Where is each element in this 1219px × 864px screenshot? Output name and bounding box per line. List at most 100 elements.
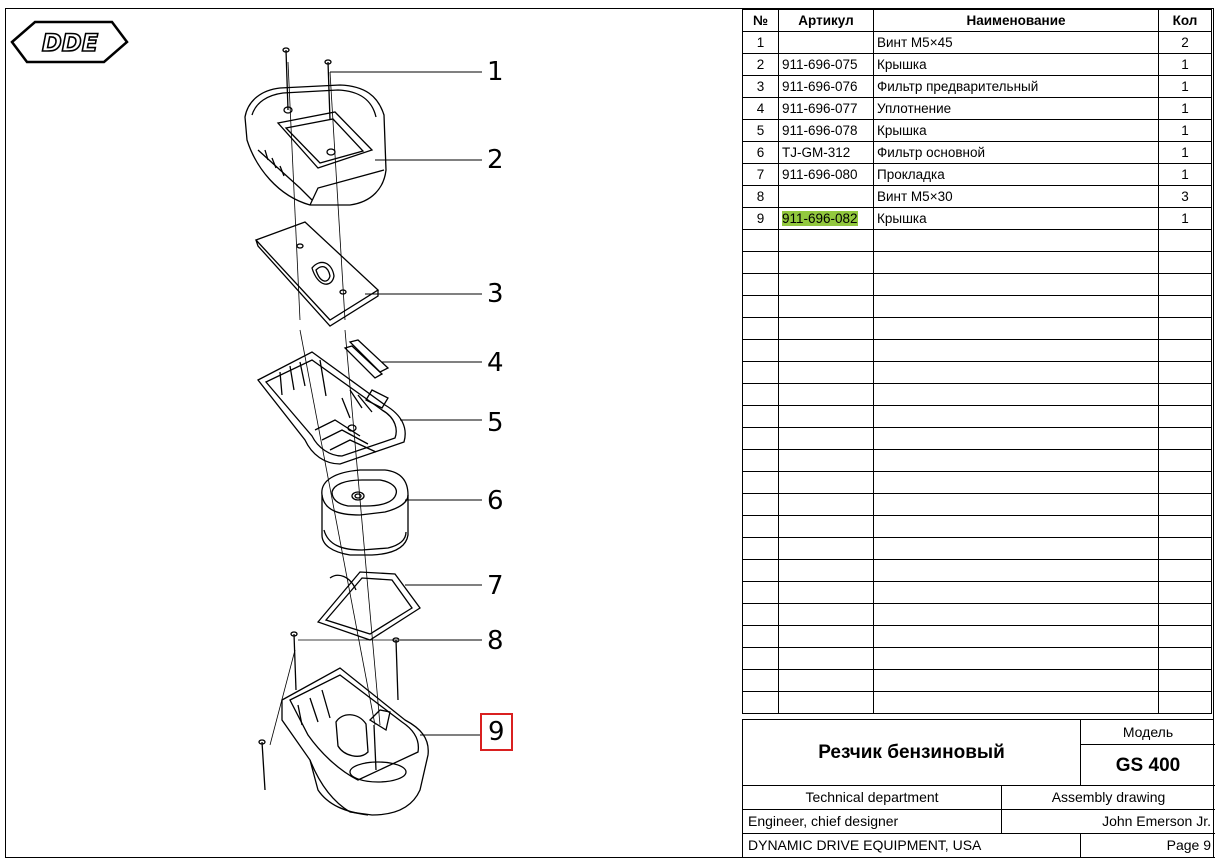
cell-number: 2: [742, 53, 779, 76]
drawing-type: Assembly drawing: [1002, 786, 1215, 810]
empty-cell: [1158, 581, 1212, 604]
gasket: [316, 571, 421, 641]
cell-name: Фильтр основной: [873, 141, 1159, 164]
empty-cell: [742, 339, 779, 362]
empty-table-row: [742, 339, 1212, 362]
cell-article: 911-696-076: [778, 75, 874, 98]
header-article: Артикул: [778, 9, 874, 32]
empty-cell: [1158, 361, 1212, 384]
svg-text:DDE: DDE: [42, 29, 99, 57]
empty-cell: [742, 493, 779, 516]
empty-cell: [778, 383, 874, 406]
empty-table-row: [742, 317, 1212, 340]
empty-cell: [742, 603, 779, 626]
empty-cell: [873, 251, 1159, 274]
empty-table-row: [742, 669, 1212, 692]
header-qty: Кол: [1158, 9, 1212, 32]
cell-number: 4: [742, 97, 779, 120]
empty-cell: [742, 361, 779, 384]
empty-cell: [778, 559, 874, 582]
empty-cell: [873, 427, 1159, 450]
title-block: Резчик бензиновый Модель GS 400 Technica…: [742, 719, 1215, 858]
cell-qty: 3: [1158, 185, 1212, 208]
empty-cell: [1158, 251, 1212, 274]
empty-cell: [742, 427, 779, 450]
pre-filter: [254, 221, 380, 327]
empty-cell: [778, 295, 874, 318]
empty-cell: [742, 691, 779, 714]
drawing-frame: [5, 8, 1214, 858]
callout-2: 2: [487, 145, 504, 175]
empty-table-row: [742, 537, 1212, 560]
empty-cell: [873, 295, 1159, 318]
cell-name: Фильтр предварительный: [873, 75, 1159, 98]
empty-cell: [1158, 273, 1212, 296]
cell-name: Винт М5×45: [873, 31, 1159, 54]
empty-cell: [1158, 691, 1212, 714]
cell-name: Прокладка: [873, 163, 1159, 186]
empty-cell: [778, 581, 874, 604]
empty-cell: [1158, 559, 1212, 582]
empty-cell: [778, 317, 874, 340]
cell-number: 3: [742, 75, 779, 98]
company-name: DYNAMIC DRIVE EQUIPMENT, USA: [743, 834, 1081, 858]
empty-cell: [873, 449, 1159, 472]
empty-cell: [742, 537, 779, 560]
callout-5: 5: [487, 408, 504, 438]
empty-cell: [742, 273, 779, 296]
empty-cell: [742, 449, 779, 472]
header-name: Наименование: [873, 9, 1159, 32]
empty-cell: [1158, 295, 1212, 318]
empty-cell: [873, 471, 1159, 494]
screw-m5x30: [258, 631, 400, 791]
empty-cell: [742, 317, 779, 340]
empty-cell: [873, 691, 1159, 714]
empty-cell: [873, 537, 1159, 560]
cell-article: 911-696-078: [778, 119, 874, 142]
empty-cell: [778, 647, 874, 670]
cell-qty: 1: [1158, 141, 1212, 164]
empty-table-row: [742, 515, 1212, 538]
cell-article: 911-696-080: [778, 163, 874, 186]
empty-cell: [742, 647, 779, 670]
cell-qty: 1: [1158, 119, 1212, 142]
empty-cell: [778, 361, 874, 384]
empty-cell: [873, 559, 1159, 582]
callout-6: 6: [487, 486, 504, 516]
empty-cell: [873, 647, 1159, 670]
cell-article: 911-696-082: [778, 207, 874, 230]
department: Technical department: [743, 786, 1002, 810]
callout-4: 4: [487, 348, 504, 378]
exploded-view-drawing: DDE: [10, 20, 482, 816]
empty-cell: [1158, 493, 1212, 516]
empty-cell: [1158, 537, 1212, 560]
main-filter: [321, 469, 409, 556]
cell-name: Крышка: [873, 207, 1159, 230]
empty-cell: [778, 603, 874, 626]
empty-cell: [742, 625, 779, 648]
empty-table-row: [742, 691, 1212, 714]
callout-7: 7: [487, 571, 504, 601]
empty-cell: [742, 251, 779, 274]
empty-table-row: [742, 449, 1212, 472]
empty-cell: [1158, 603, 1212, 626]
empty-cell: [778, 691, 874, 714]
empty-cell: [1158, 647, 1212, 670]
empty-cell: [873, 669, 1159, 692]
empty-cell: [1158, 669, 1212, 692]
empty-cell: [778, 229, 874, 252]
header-number: №: [742, 9, 779, 32]
empty-table-row: [742, 361, 1212, 384]
empty-cell: [742, 229, 779, 252]
cell-article: TJ-GM-312: [778, 141, 874, 164]
empty-table-row: [742, 625, 1212, 648]
cell-name: Уплотнение: [873, 97, 1159, 120]
empty-cell: [778, 537, 874, 560]
empty-cell: [1158, 515, 1212, 538]
cell-number: 9: [742, 207, 779, 230]
empty-cell: [1158, 471, 1212, 494]
empty-table-row: [742, 405, 1212, 428]
